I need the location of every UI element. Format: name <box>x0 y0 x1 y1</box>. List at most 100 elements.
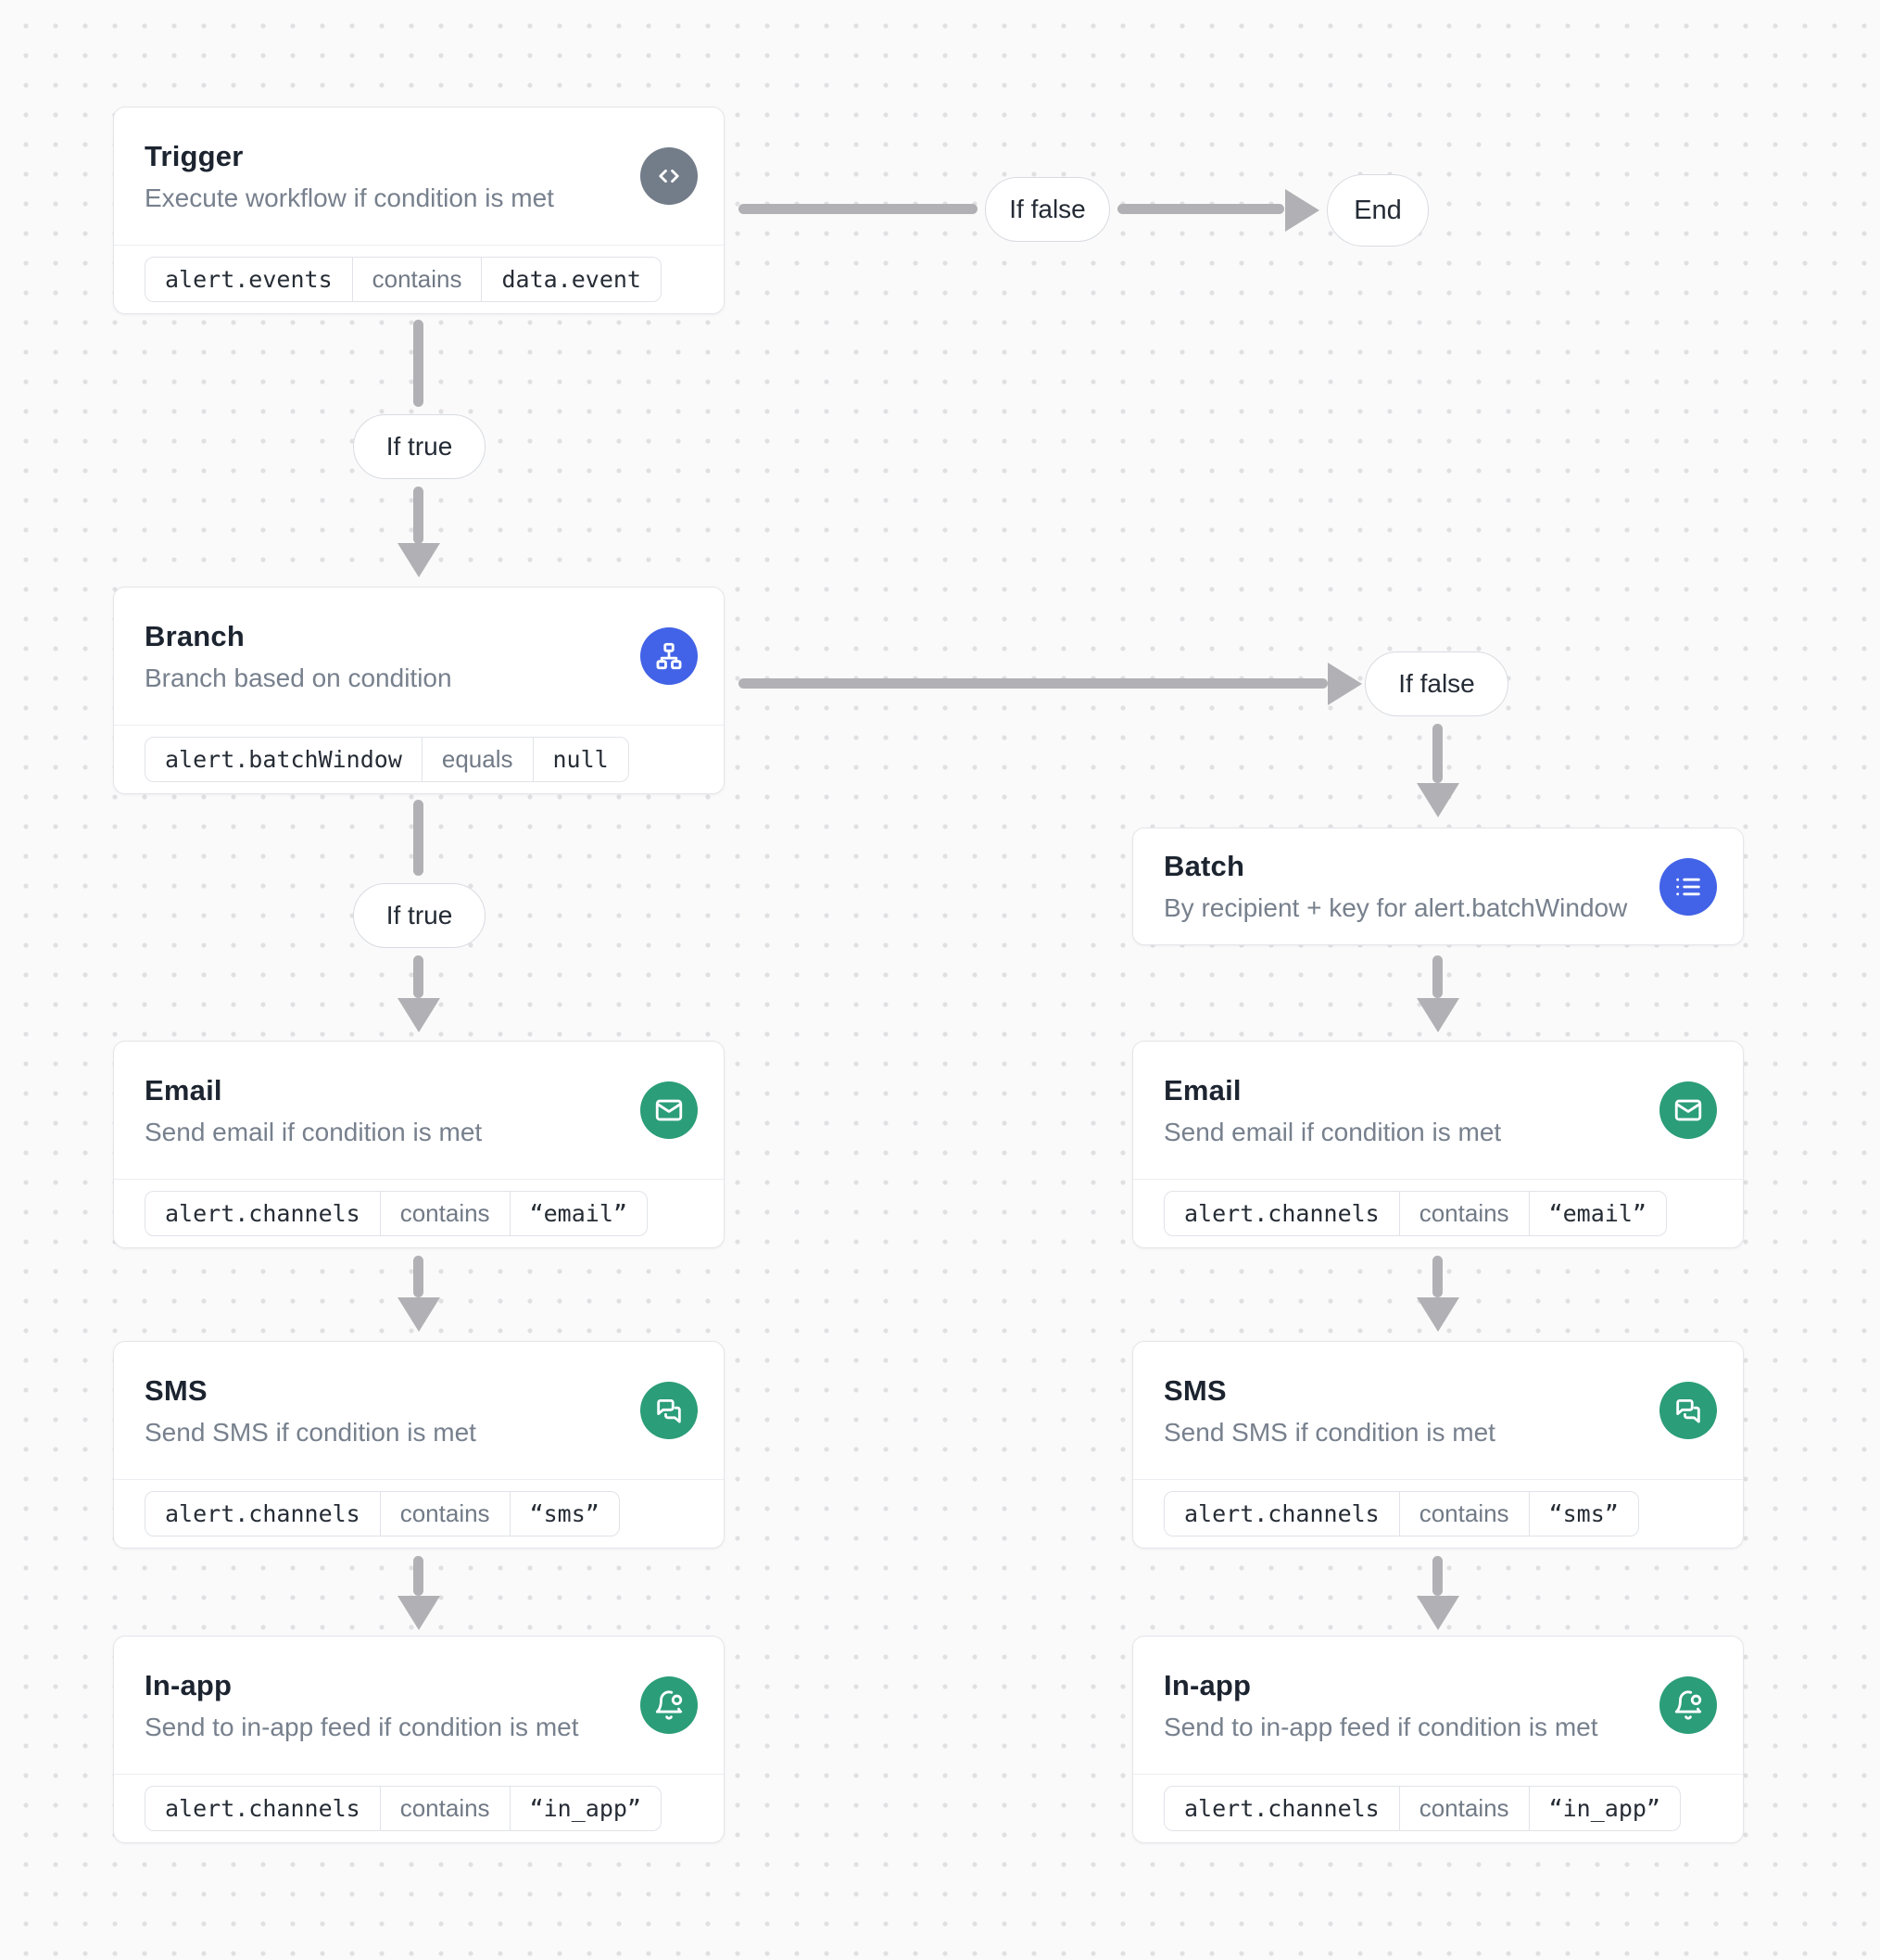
edge-label-text: If false <box>1009 195 1086 223</box>
end-node[interactable]: End <box>1327 174 1429 247</box>
condition-field: alert.channels <box>1184 1500 1380 1527</box>
mail-icon <box>640 1081 698 1139</box>
node-subtitle: Send SMS if condition is met <box>1164 1417 1495 1447</box>
condition-field: alert.channels <box>165 1500 360 1527</box>
mail-icon <box>1659 1081 1717 1139</box>
edge-trigger-iftrue <box>413 320 423 407</box>
arrowhead-icon <box>397 998 440 1032</box>
edge-label-if-false-top: If false <box>985 177 1110 242</box>
inapp-node-right[interactable]: In-app Send to in-app feed if condition … <box>1132 1636 1744 1843</box>
condition-value: “in_app” <box>509 1787 661 1830</box>
arrowhead-icon <box>1328 663 1362 705</box>
edge-sms-inapp-right <box>1432 1556 1443 1596</box>
condition-operator: contains <box>379 1492 510 1536</box>
condition-chip: alert.channels contains “sms” <box>1164 1491 1639 1536</box>
node-title: In-app <box>1164 1668 1252 1701</box>
bell-icon <box>1659 1676 1717 1734</box>
node-title: Batch <box>1164 850 1245 882</box>
condition-field: alert.channels <box>165 1795 360 1822</box>
end-label: End <box>1354 195 1402 225</box>
sms-node-left[interactable]: SMS Send SMS if condition is met alert.c… <box>113 1341 725 1549</box>
arrowhead-icon <box>397 1297 440 1332</box>
node-subtitle: By recipient + key for alert.batchWindow <box>1164 893 1628 922</box>
edge-label-text: If true <box>385 432 453 461</box>
condition-value: “email” <box>1528 1192 1666 1235</box>
edge-sms-inapp-left <box>413 1556 423 1596</box>
branch-icon <box>640 627 698 685</box>
code-icon <box>640 147 698 205</box>
edge-label-if-true-top: If true <box>353 414 486 479</box>
condition-operator: equals <box>421 738 533 781</box>
edge-label-if-true-branch: If true <box>353 883 486 948</box>
edge-branch-iftrue <box>413 800 423 876</box>
edge-iftrue-email <box>413 955 423 998</box>
condition-value: null <box>532 738 628 781</box>
edge-label-text: If true <box>385 901 453 929</box>
arrowhead-icon <box>397 1596 440 1630</box>
arrowhead-icon <box>1417 783 1459 817</box>
node-title: Email <box>145 1073 222 1106</box>
edge-trigger-iffalse <box>738 204 978 214</box>
condition-field: alert.channels <box>1184 1795 1380 1822</box>
list-icon <box>1659 857 1717 916</box>
edge-email-sms-left <box>413 1256 423 1297</box>
condition-field: alert.channels <box>165 1200 360 1227</box>
chat-icon <box>640 1382 698 1439</box>
edge-iffalse-batch <box>1432 724 1443 783</box>
node-subtitle: Send email if condition is met <box>145 1117 483 1146</box>
node-subtitle: Branch based on condition <box>145 663 452 692</box>
email-node-right[interactable]: Email Send email if condition is met ale… <box>1132 1041 1744 1248</box>
edge-branch-iffalse <box>738 678 1328 689</box>
arrowhead-icon <box>1417 1297 1459 1332</box>
condition-field: alert.channels <box>1184 1200 1380 1227</box>
condition-operator: contains <box>1398 1787 1529 1830</box>
condition-field: alert.batchWindow <box>165 746 402 773</box>
condition-operator: contains <box>1398 1192 1529 1235</box>
sms-node-right[interactable]: SMS Send SMS if condition is met alert.c… <box>1132 1341 1744 1549</box>
arrowhead-icon <box>1417 998 1459 1032</box>
node-subtitle: Execute workflow if condition is met <box>145 183 554 212</box>
condition-operator: contains <box>351 258 482 301</box>
batch-node[interactable]: Batch By recipient + key for alert.batch… <box>1132 828 1744 945</box>
node-title: SMS <box>1164 1373 1227 1407</box>
trigger-node[interactable]: Trigger Execute workflow if condition is… <box>113 107 725 314</box>
condition-chip: alert.channels contains “in_app” <box>1164 1786 1681 1831</box>
condition-value: “sms” <box>1528 1492 1638 1536</box>
edge-email-sms-right <box>1432 1256 1443 1297</box>
condition-chip: alert.events contains data.event <box>145 257 662 302</box>
arrowhead-icon <box>1417 1596 1459 1630</box>
node-title: Email <box>1164 1073 1242 1106</box>
edge-label-text: If false <box>1398 669 1475 698</box>
node-subtitle: Send SMS if condition is met <box>145 1417 476 1447</box>
condition-value: data.event <box>481 258 661 301</box>
edge-label-if-false-branch: If false <box>1365 651 1508 716</box>
node-subtitle: Send to in-app feed if condition is met <box>1164 1712 1598 1741</box>
condition-operator: contains <box>1398 1492 1529 1536</box>
condition-value: “email” <box>509 1192 647 1235</box>
node-subtitle: Send email if condition is met <box>1164 1117 1502 1146</box>
node-title: SMS <box>145 1373 208 1407</box>
inapp-node-left[interactable]: In-app Send to in-app feed if condition … <box>113 1636 725 1843</box>
node-title: Trigger <box>145 139 244 172</box>
edge-iffalse-end <box>1117 204 1284 214</box>
condition-operator: contains <box>379 1192 510 1235</box>
condition-chip: alert.channels contains “email” <box>1164 1191 1667 1236</box>
edge-batch-email-right <box>1432 955 1443 998</box>
node-title: Branch <box>145 619 246 652</box>
condition-chip: alert.channels contains “in_app” <box>145 1786 662 1831</box>
arrowhead-icon <box>397 543 440 577</box>
node-title: In-app <box>145 1668 233 1701</box>
node-subtitle: Send to in-app feed if condition is met <box>145 1712 579 1741</box>
email-node-left[interactable]: Email Send email if condition is met ale… <box>113 1041 725 1248</box>
bell-icon <box>640 1676 698 1734</box>
condition-chip: alert.channels contains “email” <box>145 1191 648 1236</box>
branch-node[interactable]: Branch Branch based on condition alert.b… <box>113 587 725 794</box>
condition-chip: alert.batchWindow equals null <box>145 737 629 782</box>
condition-field: alert.events <box>165 266 333 293</box>
edge-iftrue-branch <box>413 487 423 544</box>
condition-operator: contains <box>379 1787 510 1830</box>
condition-value: “sms” <box>509 1492 619 1536</box>
condition-value: “in_app” <box>1528 1787 1680 1830</box>
chat-icon <box>1659 1382 1717 1439</box>
